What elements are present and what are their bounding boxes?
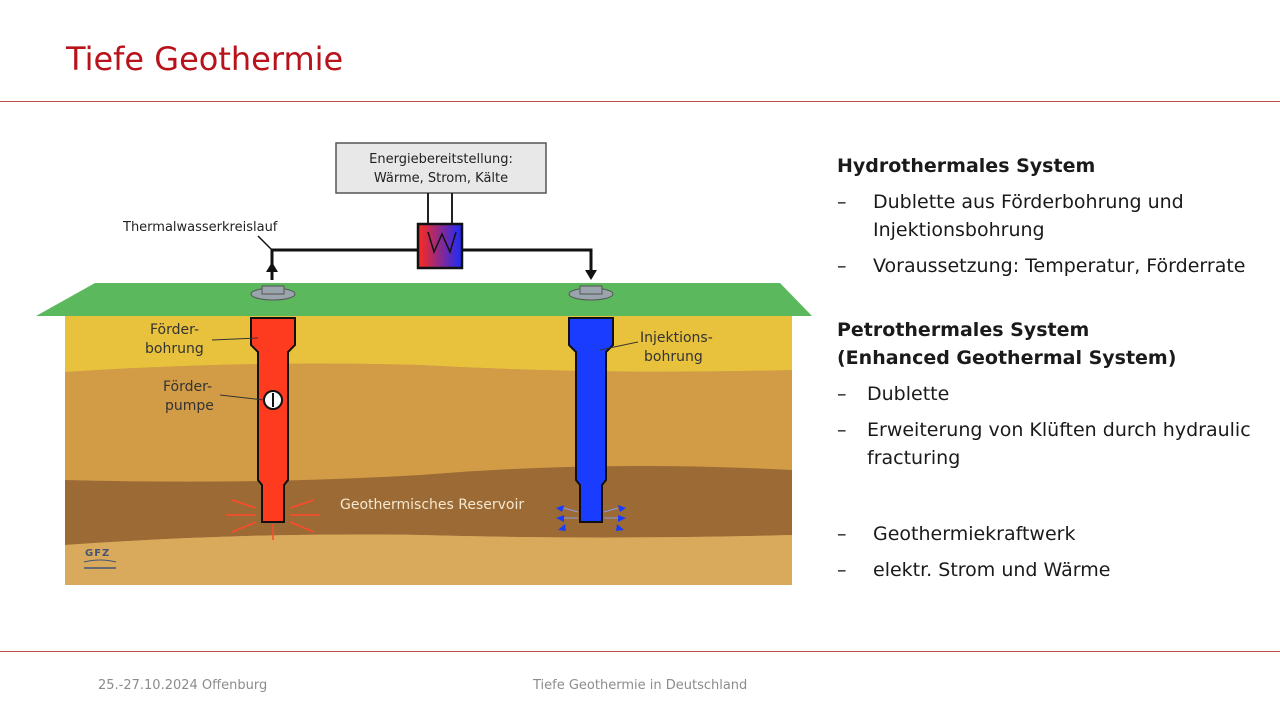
section1-bullet-2: – Voraussetzung: Temperatur, Förderrate [837, 252, 1257, 280]
heat-exchanger [416, 222, 464, 270]
loop-label: Thermalwasserkreislauf [122, 220, 278, 235]
section3-bullet-2: – elektr. Strom und Wärme [837, 556, 1257, 584]
footer-topic: Tiefe Geothermie in Deutschland [533, 678, 748, 693]
injection-well-label-2: bohrung [644, 349, 703, 365]
bullet-text: elektr. Strom und Wärme [873, 559, 1111, 581]
production-well-label-2: bohrung [145, 341, 204, 357]
bullet-text: Erweiterung von Klüften durch hydraulic … [867, 419, 1251, 469]
bullet-text: Voraussetzung: Temperatur, Förderrate [873, 255, 1246, 277]
section2-bullet-1: – Dublette [837, 380, 1257, 408]
energy-box-line1: Energiebereitstellung: [369, 152, 513, 167]
dash: – [837, 523, 847, 545]
slide-title: Tiefe Geothermie [66, 40, 344, 78]
section3-bullet-1: – Geothermiekraftwerk [837, 520, 1257, 548]
geothermal-diagram: Energiebereitstellung: Wärme, Strom, Käl… [36, 142, 812, 585]
dash: – [837, 559, 847, 581]
section1-title: Hydrothermales System [837, 155, 1096, 177]
energy-box-line2: Wärme, Strom, Kälte [374, 171, 508, 186]
bullet-text: Dublette [867, 383, 950, 405]
bullet-text: Geothermiekraftwerk [873, 523, 1076, 545]
energy-supply-box [335, 142, 547, 194]
pump-label-2: pumpe [165, 398, 214, 414]
injection-well [568, 317, 614, 523]
header-rule [0, 101, 1280, 102]
thermal-water-loop [270, 248, 418, 280]
dash: – [837, 383, 847, 405]
production-well [250, 317, 296, 523]
footer-date-location: 25.-27.10.2024 Offenburg [98, 678, 268, 693]
injection-well-label-1: Injektions- [640, 330, 713, 346]
section2-bullet-2: – Erweiterung von Klüften durch hydrauli… [837, 416, 1257, 472]
dash: – [837, 191, 847, 213]
bullet-text: Dublette aus Förderbohrung und Injektion… [873, 191, 1184, 241]
dash: – [837, 255, 847, 277]
pump-label-1: Förder- [163, 379, 212, 395]
section2-title-1: Petrothermales System [837, 319, 1090, 341]
footer-rule [0, 651, 1280, 652]
content-panel: Hydrothermales System – Dublette aus För… [837, 152, 1257, 584]
section2-title-2: (Enhanced Geothermal System) [837, 347, 1177, 369]
section1-bullet-1: – Dublette aus Förderbohrung und Injekti… [837, 188, 1257, 244]
layer-mid [65, 363, 792, 482]
reservoir-label: Geothermisches Reservoir [340, 497, 524, 513]
production-well-label-1: Förder- [150, 322, 199, 338]
ground-surface [36, 283, 812, 316]
layer-lower [65, 534, 792, 585]
injection-flow-arrows [556, 505, 626, 531]
gfz-logo: GFZ [85, 548, 110, 559]
production-flow-arrows [226, 499, 320, 540]
dash: – [837, 419, 847, 441]
